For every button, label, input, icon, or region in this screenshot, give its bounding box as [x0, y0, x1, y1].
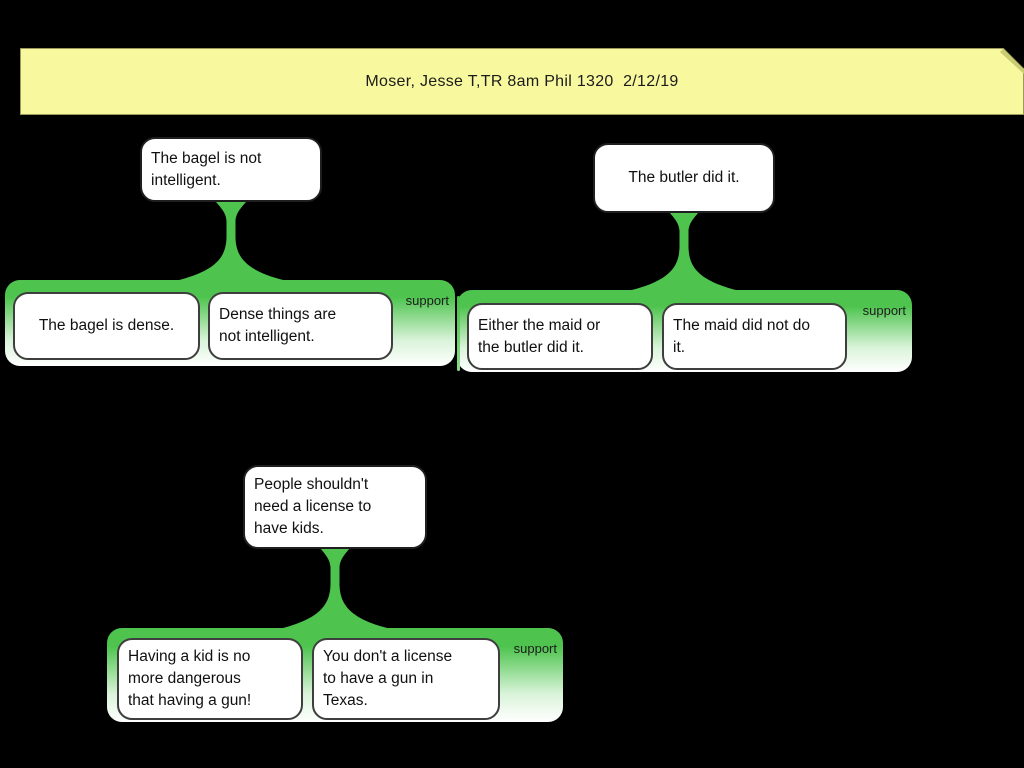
node-text-line: the butler did it.: [478, 338, 584, 356]
node-text-line: have kids.: [254, 520, 324, 537]
premise-node[interactable]: Having a kid is no more dangerous that h…: [117, 638, 303, 720]
note-corner-fold-icon: [1000, 48, 1024, 74]
node-text-line: more dangerous: [128, 670, 241, 687]
premise-node[interactable]: The bagel is dense.: [13, 292, 200, 360]
support-group[interactable]: support The bagel is dense. Dense things…: [5, 280, 455, 366]
note-text: Moser, Jesse T,TR 8am Phil 1320 2/12/19: [365, 72, 679, 90]
claim-node[interactable]: The bagel is not intelligent.: [140, 137, 322, 202]
premise-node[interactable]: The maid did not do it.: [662, 303, 847, 370]
node-text-line: The maid did not do: [673, 316, 811, 334]
support-label: support: [405, 293, 449, 308]
node-text-line: You don't a license: [323, 648, 453, 665]
claim-node[interactable]: The butler did it.: [593, 143, 775, 213]
node-text-line: Dense things are: [219, 306, 337, 323]
support-group[interactable]: support Either the maid or the butler di…: [457, 290, 912, 372]
node-text-line: not intelligent.: [219, 328, 315, 345]
support-connector: [171, 202, 291, 281]
support-connector: [275, 548, 395, 629]
node-text-line: The bagel is dense.: [38, 317, 175, 334]
node-text-line: that having a gun!: [128, 692, 252, 709]
support-label: support: [513, 641, 557, 656]
support-label: support: [862, 303, 906, 318]
group-edge-highlight: [457, 296, 460, 371]
support-connector: [624, 212, 744, 291]
premise-node[interactable]: Dense things are not intelligent.: [208, 292, 393, 360]
node-text-line: it.: [673, 338, 686, 356]
node-text-line: need a license to: [254, 498, 372, 515]
node-text-line: The bagel is not: [151, 149, 262, 167]
node-text-line: to have a gun in: [323, 670, 434, 687]
node-text-line: People shouldn't: [254, 476, 369, 493]
claim-node[interactable]: People shouldn't need a license to have …: [243, 465, 427, 549]
node-text-line: Either the maid or: [478, 316, 601, 334]
node-text-line: Having a kid is no: [128, 648, 251, 665]
premise-node[interactable]: You don't a license to have a gun in Tex…: [312, 638, 500, 720]
node-text-line: Texas.: [323, 692, 368, 709]
support-group[interactable]: support Having a kid is no more dangerou…: [107, 628, 563, 722]
sticky-note[interactable]: Moser, Jesse T,TR 8am Phil 1320 2/12/19: [20, 48, 1024, 115]
node-text-line: intelligent.: [151, 171, 221, 189]
premise-node[interactable]: Either the maid or the butler did it.: [467, 303, 653, 370]
node-text-line: The butler did it.: [628, 169, 740, 186]
